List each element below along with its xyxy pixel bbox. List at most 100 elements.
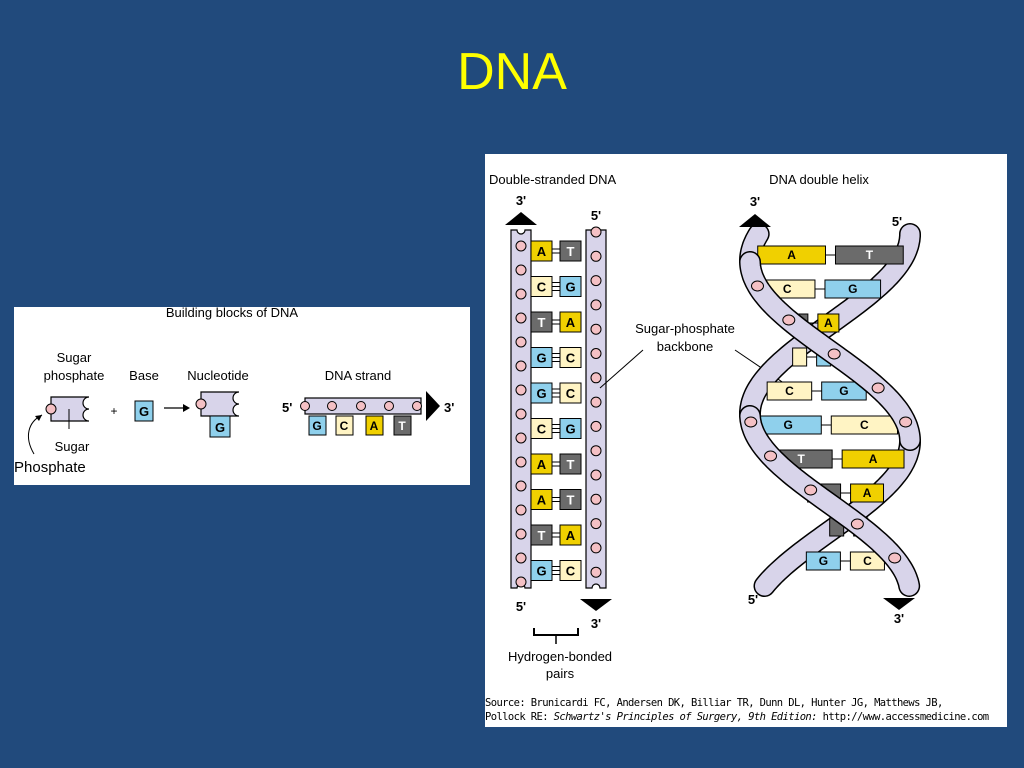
ladder-phosphate-right — [590, 299, 602, 311]
ladder-base-left-letter: A — [537, 493, 547, 508]
strand-phosphate — [356, 401, 366, 411]
hbond-label-2: pairs — [546, 666, 575, 681]
ladder-phosphate-left — [515, 480, 527, 492]
helix-base-right-letter: C — [860, 418, 869, 432]
ladder-phosphate-left — [515, 384, 527, 396]
sugar-phosphate-block — [50, 396, 90, 422]
helix-phosphate — [827, 348, 841, 360]
ladder-base-left-letter: G — [536, 351, 546, 366]
ladder-base-right — [559, 311, 582, 333]
ladder-base-left — [530, 489, 553, 510]
ladder-base-left-letter: T — [538, 315, 546, 330]
nucleotide-block — [200, 391, 240, 417]
helix-phosphate — [782, 314, 796, 326]
ladder-phosphate-left — [515, 360, 527, 372]
ladder-base-right — [559, 453, 582, 475]
backbone-label-1: Sugar-phosphate — [635, 321, 735, 336]
helix-phosphate — [750, 280, 764, 292]
helix-base-right — [850, 483, 885, 503]
ladder-phosphate-right — [590, 275, 602, 287]
ladder-bottom-left-label: 5' — [516, 599, 526, 614]
ladder-top-arrow — [505, 212, 537, 225]
strand-5-label: 5' — [282, 400, 292, 415]
ladder-base-left-letter: A — [537, 244, 547, 259]
ladder-phosphate-left — [515, 336, 527, 348]
strand-base-box — [365, 415, 384, 436]
ladder-base-right-letter: C — [566, 386, 576, 401]
helix-phosphate — [871, 382, 885, 394]
ladder-phosphate-left — [515, 504, 527, 516]
hbond-label-1: Hydrogen-bonded — [508, 649, 612, 664]
nucleotide-letter: G — [215, 420, 225, 435]
helix-base-right-letter: C — [863, 554, 872, 568]
base-letter: G — [139, 404, 149, 419]
nucleotide-label: Nucleotide — [187, 368, 248, 383]
ladder-base-right-letter: T — [567, 493, 575, 508]
strand-arrow — [426, 391, 440, 421]
ladder-base-left-letter: A — [537, 457, 547, 472]
ladder-base-left-letter: G — [536, 386, 546, 401]
strand-base-letter: A — [370, 419, 379, 433]
ladder-base-left-letter: C — [537, 280, 547, 295]
helix-base-right-letter: A — [869, 452, 878, 466]
phosphate-arrow-head — [35, 415, 42, 421]
source-line-2: Pollock RE: Schwartz's Principles of Sur… — [485, 710, 1007, 724]
ladder-phosphate-right — [590, 348, 602, 359]
arrow-head — [183, 404, 190, 412]
helix-base-left — [792, 347, 808, 367]
ladder-phosphate-left — [515, 408, 527, 420]
ladder-base-left-letter: C — [537, 422, 547, 437]
strand-base-box — [335, 415, 354, 436]
ladder-phosphate-left — [515, 552, 527, 564]
helix-base-right — [834, 245, 904, 265]
double-stranded-figure: Double-stranded DNA DNA double helix 3' … — [485, 154, 1007, 727]
strand-3-label: 3' — [444, 400, 454, 415]
hbond-bracket — [533, 628, 579, 636]
helix-top-left-label: 3' — [750, 194, 760, 209]
ladder-base-right — [559, 489, 582, 510]
ladder-base-right — [559, 524, 582, 546]
helix-base-right-letter: G — [839, 384, 848, 398]
helix-top-arrow — [739, 214, 771, 227]
ladder-phosphate-right — [590, 396, 602, 408]
double-helix-heading: DNA double helix — [769, 172, 869, 187]
strand-base-letter: T — [398, 419, 406, 433]
sugar-phosphate-label-2: phosphate — [44, 368, 105, 383]
helix-top-right-label: 5' — [892, 214, 902, 229]
helix-bottom-right-label: 3' — [894, 611, 904, 626]
strand-base-box — [308, 415, 327, 436]
ladder-base-right — [559, 240, 582, 262]
strand-phosphate — [300, 401, 310, 411]
helix-base-left-letter: T — [798, 452, 806, 466]
helix-base-right — [824, 279, 882, 299]
phosphate-circle — [45, 403, 57, 415]
ladder-phosphate-right — [590, 420, 602, 432]
ladder-phosphates — [515, 226, 602, 588]
helix-phosphate — [764, 450, 778, 462]
helix-phosphate — [899, 416, 913, 428]
ladder-base-right — [559, 418, 582, 439]
ladder-base-right-letter: C — [566, 351, 576, 366]
helix-base-left-letter: G — [783, 418, 792, 432]
helix-base-left-letter: A — [787, 248, 796, 262]
helix-base-left-letter: C — [783, 282, 792, 296]
building-blocks-heading: Building blocks of DNA — [166, 307, 299, 320]
ladder-top-right-label: 5' — [591, 208, 601, 223]
nucleotide-phosphate — [195, 398, 207, 410]
helix-base-right — [817, 313, 840, 333]
ladder-phosphate-right — [590, 493, 602, 505]
base-label: Base — [129, 368, 159, 383]
ladder-phosphate-right — [590, 250, 602, 262]
helix-base-right-letter: G — [848, 282, 857, 296]
phosphate-arrow-curve — [27, 414, 43, 455]
dna-strand-label: DNA strand — [325, 368, 391, 383]
helix-phosphate — [888, 552, 902, 564]
